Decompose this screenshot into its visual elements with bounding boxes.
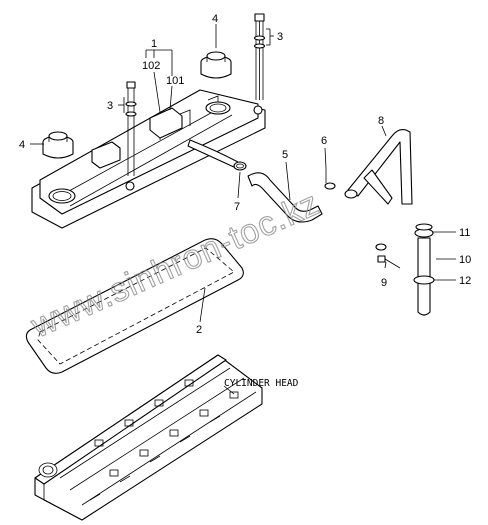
callout-102: 102 bbox=[142, 60, 160, 72]
filler-cap-right bbox=[200, 51, 232, 79]
breather-pipe bbox=[324, 129, 413, 205]
gasket bbox=[25, 238, 244, 374]
cylinder-head-annotation: CYLINDER HEAD bbox=[224, 378, 299, 389]
callout-5: 5 bbox=[282, 149, 288, 161]
callout-2: 2 bbox=[196, 324, 202, 336]
callout-10: 10 bbox=[459, 254, 471, 266]
callout-4-left: 4 bbox=[19, 139, 25, 151]
callout-8: 8 bbox=[378, 115, 384, 127]
callout-6: 6 bbox=[321, 135, 327, 147]
callout-3-left: 3 bbox=[107, 100, 113, 112]
callout-7: 7 bbox=[234, 201, 240, 213]
callout-9: 9 bbox=[381, 277, 387, 289]
filler-cap-left bbox=[42, 131, 74, 159]
callout-12: 12 bbox=[459, 275, 471, 287]
bolt-top-right bbox=[253, 13, 266, 100]
leader-lines bbox=[30, 24, 456, 395]
callout-labels: 1 102 101 4 3 3 4 5 6 7 8 9 10 11 12 2 C… bbox=[19, 13, 471, 389]
callout-11: 11 bbox=[459, 227, 470, 239]
callout-101: 101 bbox=[166, 75, 184, 87]
valve-cover bbox=[31, 89, 266, 229]
bolt-washer-9 bbox=[375, 243, 401, 269]
callout-1: 1 bbox=[151, 38, 157, 50]
callout-4-right: 4 bbox=[212, 13, 218, 25]
drain-tube bbox=[413, 223, 435, 316]
callout-3-right: 3 bbox=[277, 31, 283, 43]
cylinder-head bbox=[34, 354, 263, 521]
breather-hose bbox=[233, 161, 323, 223]
bolt-left bbox=[125, 81, 137, 176]
